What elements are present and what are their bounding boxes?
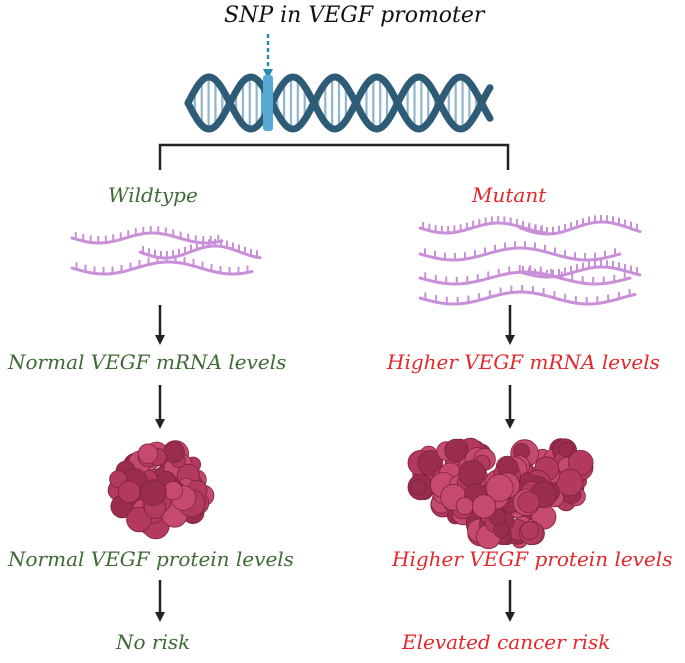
mrna-strand	[418, 290, 637, 306]
wildtype-risk-label: No risk	[116, 630, 191, 654]
wildtype-mrna-label: Normal VEGF mRNA levels	[8, 350, 287, 374]
mutant-protein-icon	[407, 437, 594, 550]
snp-site-icon	[263, 75, 273, 131]
protein-subunit	[520, 521, 540, 540]
protein-subunit	[163, 481, 183, 501]
mutant-mrna-label: Higher VEGF mRNA levels	[387, 350, 660, 374]
diagram-title: SNP in VEGF promoter	[224, 3, 485, 28]
protein-subunit	[410, 479, 427, 496]
protein-subunit	[458, 460, 486, 488]
mrna-strand	[138, 244, 262, 260]
mutant-mrna-icon	[418, 215, 642, 306]
wildtype-mrna-icon	[70, 226, 262, 276]
dna-helix-icon	[184, 73, 494, 133]
protein-subunit	[444, 438, 468, 463]
mutant-label: Mutant	[472, 183, 547, 207]
protein-subunit	[126, 506, 152, 533]
protein-subunit	[455, 496, 474, 515]
mrna-strand	[418, 246, 622, 262]
protein-subunit	[471, 494, 497, 519]
wildtype-protein-icon	[107, 440, 215, 540]
branch-connector	[158, 143, 510, 170]
mrna-strand	[518, 220, 642, 236]
protein-subunit	[517, 491, 540, 514]
protein-subunit	[163, 441, 185, 463]
mrna-strand	[70, 231, 224, 245]
protein-subunit	[417, 450, 444, 476]
wildtype-label: Wildtype	[108, 183, 198, 207]
protein-subunit	[485, 473, 514, 502]
mutant-risk-label: Elevated cancer risk	[402, 630, 611, 654]
mutant-protein-label: Higher VEGF protein levels	[392, 547, 673, 571]
protein-subunit	[140, 479, 167, 506]
mrna-strand	[70, 260, 254, 276]
dna-strand	[184, 73, 494, 133]
protein-subunit	[117, 480, 141, 504]
wildtype-protein-label: Normal VEGF protein levels	[8, 547, 294, 571]
protein-subunit	[137, 443, 159, 464]
protein-subunit	[558, 442, 574, 458]
